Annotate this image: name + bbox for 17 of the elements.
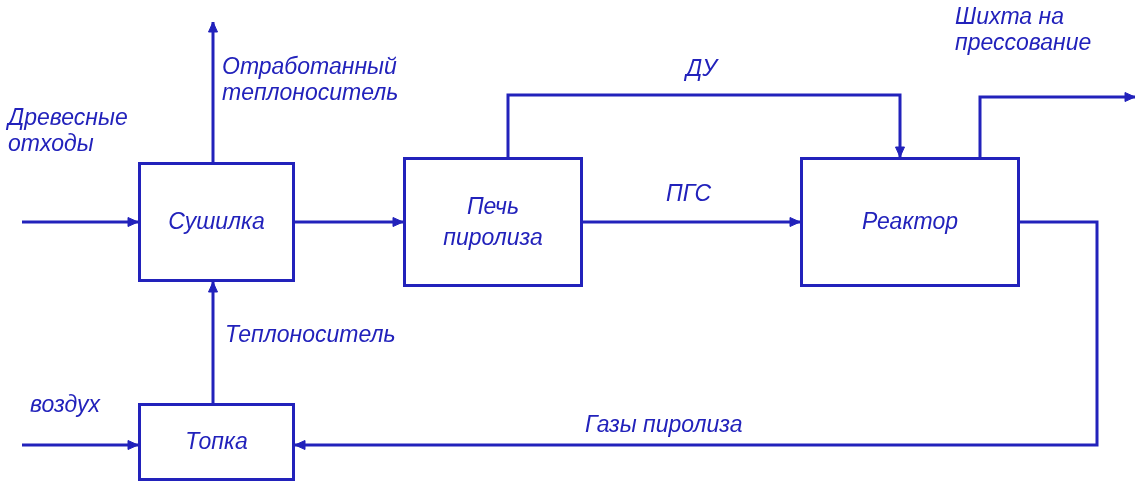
process-box — [800, 157, 1020, 287]
box-label: Топка — [184, 427, 249, 457]
arrow — [208, 281, 218, 403]
arrow — [294, 220, 1099, 450]
arrow — [583, 217, 801, 227]
box-label: Реактор — [861, 207, 959, 237]
arrow — [506, 93, 905, 158]
arrow — [208, 21, 218, 162]
arrow — [295, 217, 404, 227]
arrow — [978, 92, 1136, 157]
process-box — [138, 403, 295, 481]
process-box — [403, 157, 583, 287]
arrow — [22, 217, 139, 227]
box-label: Печь пиролиза — [442, 191, 544, 252]
box-label: Сушилка — [167, 207, 266, 237]
process-box — [138, 162, 295, 282]
arrow — [22, 440, 139, 450]
